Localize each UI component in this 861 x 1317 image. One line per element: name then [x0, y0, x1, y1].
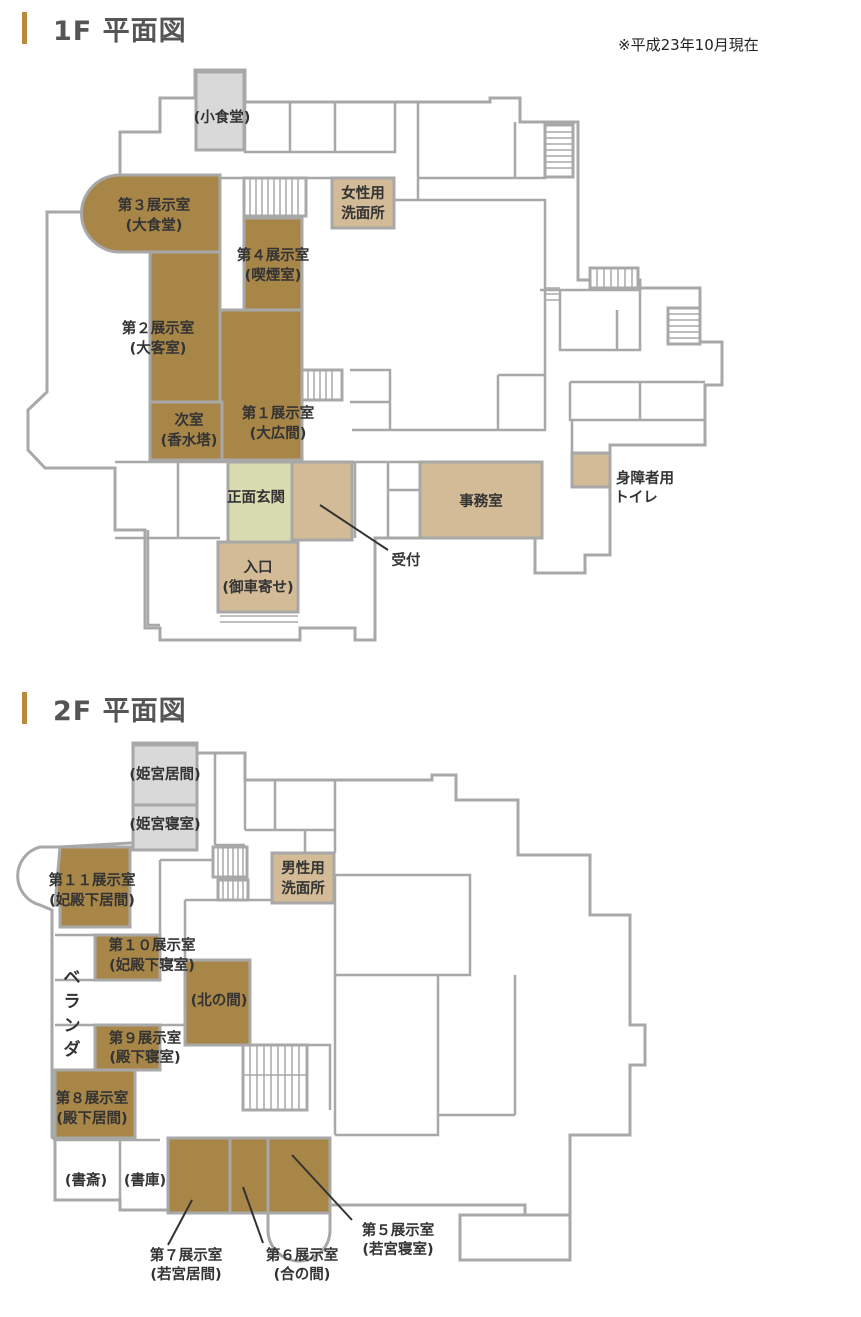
label-accessible-b: トイレ — [614, 490, 658, 506]
floor1-heading: 1F 平面図 — [22, 10, 187, 47]
label-men-a: 男性用 — [281, 859, 325, 877]
label-women-a: 女性用 — [341, 184, 385, 202]
label-library: (書庫) — [124, 1171, 166, 1189]
label-study: (書斎) — [65, 1171, 107, 1189]
entry-porch[interactable] — [216, 540, 300, 614]
floor2-outline — [16, 741, 647, 1263]
exhibit-room-1[interactable] — [218, 308, 304, 462]
womens-restroom[interactable] — [330, 176, 396, 230]
label-ex2-a: 第２展示室 — [122, 319, 195, 337]
princess-bedroom[interactable] — [131, 803, 199, 852]
label-ex11-b: (妃殿下居間) — [49, 891, 135, 909]
label-ex8-a: 第８展示室 — [56, 1089, 129, 1107]
floor2-title: 2F 平面図 — [53, 695, 187, 727]
label-entrance-hall: 正面玄関 — [227, 488, 285, 506]
floor2-heading: 2F 平面図 — [22, 690, 187, 727]
label-ex11-a: 第１１展示室 — [49, 871, 136, 889]
exhibit-room-7[interactable] — [166, 1136, 232, 1215]
label-ex1-b: (大広間) — [250, 424, 307, 442]
label-ex10-b: (妃殿下寝室) — [109, 956, 195, 974]
floor1-plan: (小食堂) 第３展示室 (大食堂) 女性用 洗面所 第４展示室 (喫煙室) 第２… — [26, 68, 724, 642]
exhibit-room-11[interactable] — [53, 845, 132, 929]
exhibit-room-8[interactable] — [53, 1068, 137, 1140]
label-ex7-b: (若宮居間) — [150, 1265, 221, 1283]
label-veranda-1: ベ — [64, 968, 81, 988]
label-ex7-a: 第７展示室 — [150, 1246, 223, 1264]
label-women-b: 洗面所 — [341, 204, 385, 222]
north-room[interactable] — [183, 958, 252, 1047]
floor2-stairs — [211, 845, 309, 1112]
label-entry-a: 入口 — [244, 559, 273, 576]
date-note: ※平成23年10月現在 — [618, 36, 759, 54]
label-small-dining: (小食堂) — [194, 108, 251, 126]
label-anteroom-b: (香水塔) — [161, 431, 218, 449]
label-princess-bed: (姫宮寝室) — [129, 815, 200, 833]
label-ex9-a: 第９展示室 — [109, 1029, 182, 1047]
label-ex9-b: (殿下寝室) — [109, 1048, 180, 1066]
ex7-leader-line — [167, 1199, 193, 1246]
ex6-leader-line — [242, 1186, 264, 1244]
accessible-restroom[interactable] — [570, 451, 612, 489]
label-accessible-a: 身障者用 — [616, 469, 674, 487]
label-ex5-b: (若宮寝室) — [362, 1240, 433, 1258]
floor2-plan: (姫宮居間) (姫宮寝室) 男性用 洗面所 第１１展示室 (妃殿下居間) 第１０… — [16, 741, 647, 1283]
label-ex2-b: (大客室) — [130, 339, 187, 357]
exhibit-room-10[interactable] — [93, 933, 162, 982]
label-veranda-3: ン — [64, 1016, 81, 1036]
main-entrance-hall[interactable] — [226, 460, 296, 547]
ex5-leader-line — [291, 1154, 353, 1221]
label-entry-b: (御車寄せ) — [222, 578, 293, 596]
reception-leader-line — [319, 504, 389, 551]
label-office: 事務室 — [459, 492, 503, 510]
label-ex3-a: 第３展示室 — [118, 196, 191, 214]
label-ex4-b: (喫煙室) — [245, 266, 302, 284]
label-ex4-a: 第４展示室 — [237, 246, 310, 264]
floor1-title: 1F 平面図 — [53, 15, 187, 47]
label-veranda-2: ラ — [64, 992, 81, 1012]
label-north: (北の間) — [191, 992, 248, 1009]
heading-bar — [22, 12, 27, 44]
label-ex6-b: (合の間) — [274, 1265, 331, 1283]
mens-restroom[interactable] — [270, 851, 336, 905]
label-anteroom-a: 次室 — [175, 411, 204, 429]
label-ex8-b: (殿下居間) — [56, 1110, 127, 1127]
label-ex6-a: 第６展示室 — [266, 1246, 339, 1264]
label-veranda-4: ダ — [64, 1039, 81, 1060]
label-men-b: 洗面所 — [281, 879, 325, 897]
label-ex3-b: (大食堂) — [126, 216, 183, 234]
exhibit-room-6[interactable] — [228, 1136, 270, 1215]
office-room[interactable] — [418, 460, 544, 540]
anteroom[interactable] — [148, 400, 224, 462]
label-reception: 受付 — [392, 551, 421, 569]
exhibit-room-9[interactable] — [93, 1023, 162, 1072]
floor2-annex — [458, 1213, 572, 1262]
label-ex1-a: 第１展示室 — [242, 404, 315, 422]
label-ex5-a: 第５展示室 — [362, 1221, 435, 1239]
heading-bar — [22, 692, 27, 724]
label-ex10-a: 第１０展示室 — [109, 936, 196, 954]
exhibit-room-3[interactable] — [80, 173, 222, 254]
label-princess-living: (姫宮居間) — [129, 765, 200, 783]
exhibit-room-4[interactable] — [242, 216, 304, 312]
reception-area[interactable] — [290, 460, 354, 542]
exhibit-room-5[interactable] — [266, 1136, 332, 1215]
small-dining-room[interactable] — [194, 70, 246, 152]
